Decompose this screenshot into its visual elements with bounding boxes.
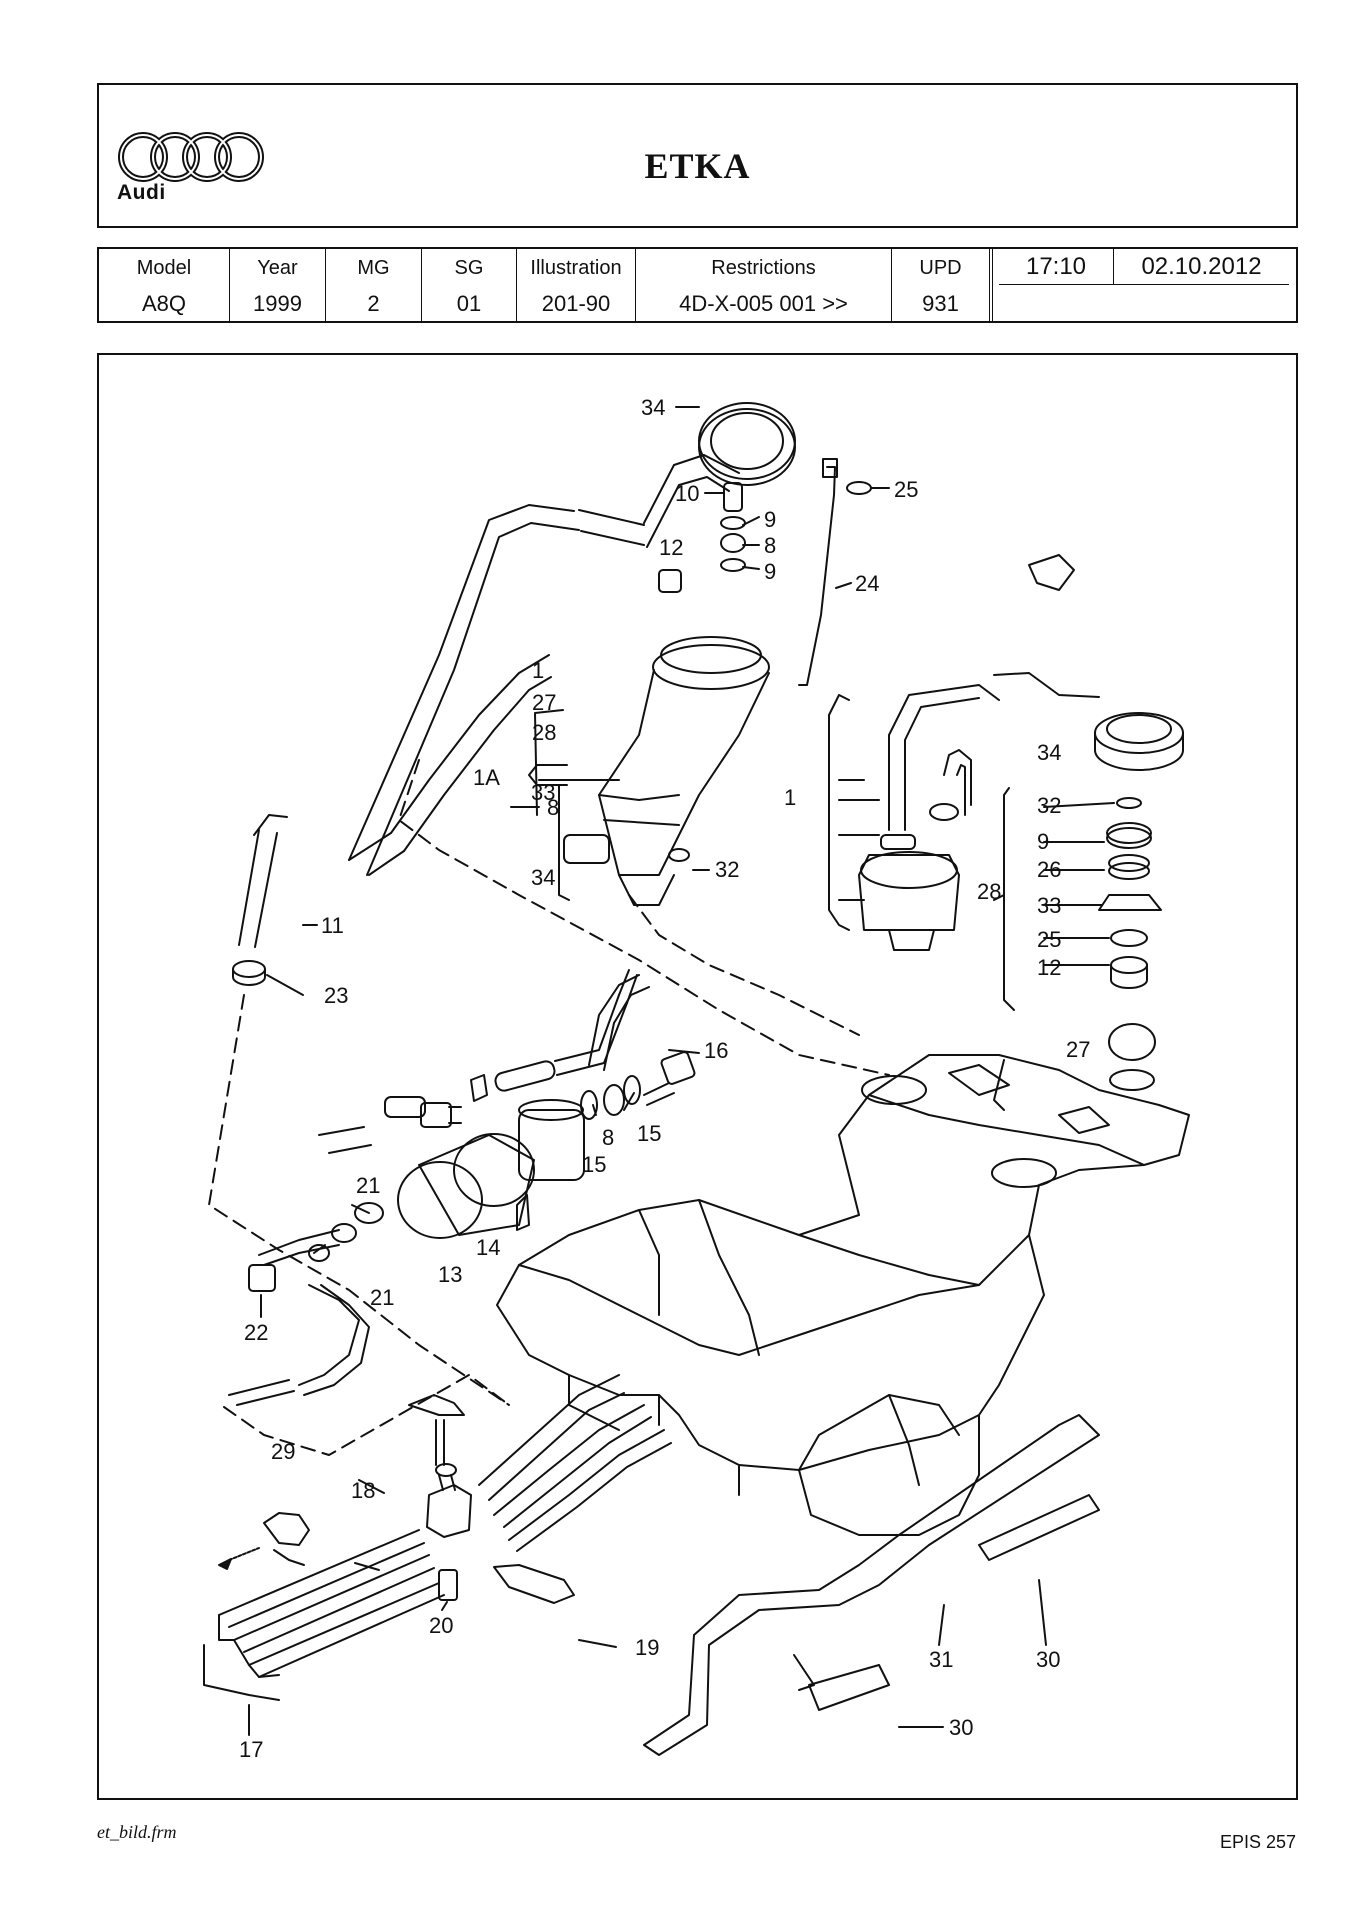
callout-34: 34 (1037, 740, 1061, 765)
page-title: ETKA (644, 146, 751, 186)
footer-filename: et_bild.frm (97, 1822, 177, 1842)
sg-value: 01 (456, 291, 482, 316)
callout-15: 15 (582, 1152, 606, 1177)
restrictions-cell: Restrictions 4D-X-005 001 >> (636, 249, 892, 321)
callout-8: 8 (764, 533, 776, 558)
callout-32: 32 (1037, 793, 1061, 818)
callout-34: 34 (531, 865, 555, 890)
callout-20: 20 (429, 1613, 453, 1638)
callout-10: 10 (675, 481, 699, 506)
callout-30: 30 (1036, 1647, 1060, 1672)
brand-name: Audi (117, 181, 166, 204)
callout-1: 1 (784, 785, 796, 810)
callout-15: 15 (637, 1121, 661, 1146)
callout-8: 8 (602, 1125, 614, 1150)
sealing-ring-part (698, 402, 796, 486)
callout-32: 32 (715, 857, 739, 882)
callout-9: 9 (764, 559, 776, 584)
callout-34: 34 (641, 395, 665, 420)
callout-9: 9 (1037, 829, 1049, 854)
callout-11: 11 (321, 913, 344, 938)
callout-27: 27 (532, 690, 556, 715)
callout-33: 33 (1037, 893, 1061, 918)
callout-21: 21 (370, 1285, 394, 1310)
upd-cell: UPD 931 (892, 249, 993, 321)
model-value: A8Q (141, 291, 187, 316)
callout-12: 12 (1037, 955, 1061, 980)
restrictions-value: 4D-X-005 001 >> (679, 291, 848, 316)
callout-8: 8 (547, 795, 559, 820)
mg-cell: MG 2 (326, 249, 422, 321)
callout-28: 28 (977, 879, 1001, 904)
timestamp-block: 17:10 02.10.2012 (999, 249, 1296, 321)
callout-9: 9 (764, 507, 776, 532)
year-header: Year (257, 257, 298, 279)
callout-25: 25 (1037, 927, 1061, 952)
callout-22: 22 (244, 1320, 268, 1345)
fuel-system-exploded-diagram: 34 10 25 9 12 8 9 24 1 27 28 1A 8 33 34 … (203, 395, 1190, 1762)
callout-21: 21 (356, 1173, 380, 1198)
sg-header: SG (454, 257, 484, 279)
callout-17: 17 (239, 1737, 263, 1762)
callout-14: 14 (476, 1235, 500, 1260)
callout-24: 24 (855, 571, 879, 596)
hose-bracket-parts (203, 1374, 672, 1701)
callout-12: 12 (659, 535, 683, 560)
fuel-gauge-sender (798, 466, 836, 686)
hose-11 (238, 829, 278, 948)
illustration-cell: Illustration 201-90 (517, 249, 636, 321)
seal-kit-parts (1094, 712, 1184, 1091)
callout-23: 23 (324, 983, 348, 1008)
callout-25: 25 (894, 477, 918, 502)
restrictions-header: Restrictions (711, 257, 816, 279)
model-header: Model (136, 257, 192, 279)
mg-value: 2 (367, 291, 380, 316)
timestamp-time: 17:10 (999, 249, 1114, 285)
callout-30: 30 (949, 1715, 973, 1740)
callout-33: 33 (531, 780, 555, 805)
info-table: Model A8Q Year 1999 MG 2 SG 01 Illustrat… (97, 247, 1298, 323)
illustration-value: 201-90 (541, 291, 611, 316)
callout-13: 13 (438, 1262, 462, 1287)
callout-31: 31 (929, 1647, 953, 1672)
mg-header: MG (357, 257, 390, 279)
footer-page-ref: EPIS 257 (1219, 1832, 1296, 1852)
illustration-header: Illustration (530, 257, 622, 279)
timestamp-date: 02.10.2012 (1114, 249, 1289, 285)
callout-18: 18 (351, 1478, 375, 1503)
callout-26: 26 (1037, 857, 1061, 882)
tank-strap-parts (643, 1414, 1100, 1756)
callout-16: 16 (704, 1038, 728, 1063)
hose-section (578, 509, 645, 546)
sg-cell: SG 01 (422, 249, 517, 321)
audi-rings-logo (118, 132, 264, 182)
year-cell: Year 1999 (230, 249, 326, 321)
upd-value: 931 (922, 291, 959, 316)
fuel-filter-assembly (318, 969, 650, 1239)
callout-1A: 1A (473, 765, 500, 790)
header-box: Audi ETKA (97, 83, 1298, 228)
upd-header: UPD (919, 257, 962, 279)
model-cell: Model A8Q (99, 249, 230, 321)
callout-29: 29 (271, 1439, 295, 1464)
callout-1: 1 (532, 658, 544, 683)
callout-28: 28 (532, 720, 556, 745)
bolt-part (723, 482, 743, 512)
callout-19: 19 (635, 1635, 659, 1660)
callout-27: 27 (1066, 1037, 1090, 1062)
year-value: 1999 (253, 291, 302, 316)
fuel-tank (496, 1054, 1190, 1536)
fuel-pump-assembly-left (598, 636, 770, 906)
parts-illustration-frame: 34 10 25 9 12 8 9 24 1 27 28 1A 8 33 34 … (97, 353, 1298, 1800)
fuel-pump-assembly-right (858, 554, 1100, 951)
